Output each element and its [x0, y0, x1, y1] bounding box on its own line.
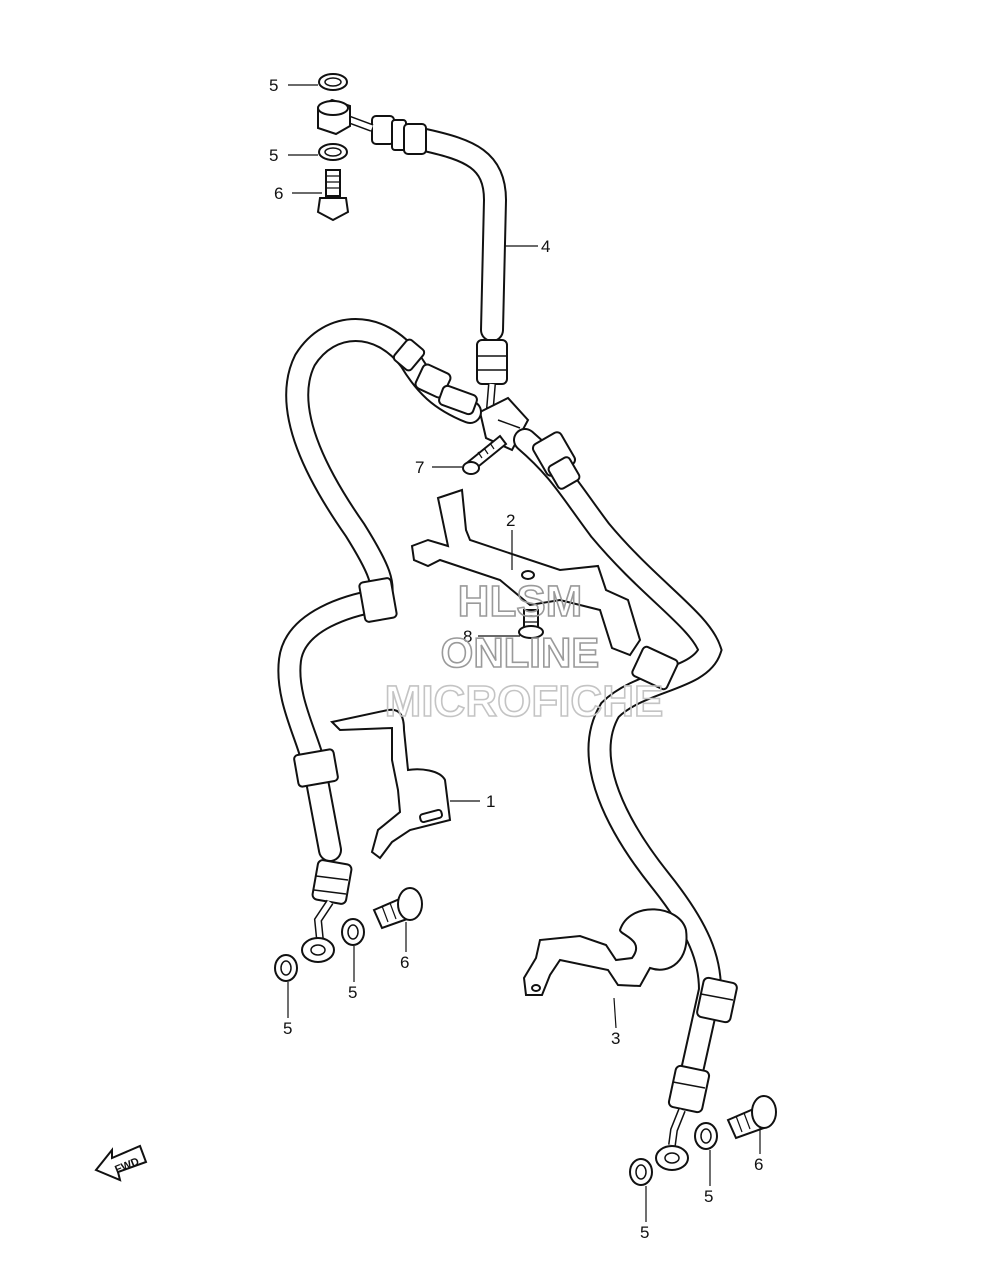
callouts: 5 5 6 4 7 2 8 1 6 5 5 3 6 5 5 [269, 76, 763, 1242]
fwd-arrow-icon: FWD [94, 1144, 148, 1182]
callout-5-left-b: 5 [348, 983, 357, 1002]
bolt-8 [518, 609, 544, 639]
washer-right-b [694, 1122, 718, 1150]
watermark: HLSM ONLINE MICROFICHE [384, 576, 664, 727]
bolt-7 [462, 434, 508, 475]
callout-5-right-b: 5 [704, 1187, 713, 1206]
union-bolt-left [372, 887, 423, 930]
callout-1: 1 [486, 792, 495, 811]
callout-6-left: 6 [400, 953, 409, 972]
washer-left-a [274, 954, 298, 982]
brake-hose-right [513, 428, 738, 1146]
clamp-3 [522, 908, 688, 996]
callout-2: 2 [506, 511, 515, 530]
callout-5-right-a: 5 [640, 1223, 649, 1242]
callout-3: 3 [611, 1029, 620, 1048]
clamp-1 [329, 708, 452, 860]
leader-lines [287, 84, 761, 1222]
union-bolt-top [316, 169, 350, 222]
watermark-line-3: MICROFICHE [385, 677, 664, 726]
callout-7: 7 [415, 458, 424, 477]
callout-8: 8 [463, 627, 472, 646]
callout-5-top-lower: 5 [269, 146, 278, 165]
right-lower-banjo [655, 1145, 689, 1171]
callout-6-right: 6 [754, 1155, 763, 1174]
washer-top-upper [318, 73, 348, 91]
brake-hose-left [277, 318, 482, 941]
watermark-line-2: ONLINE [441, 629, 600, 676]
bracket-2 [410, 488, 642, 657]
callout-5-left-a: 5 [283, 1019, 292, 1038]
washer-top-lower [318, 143, 348, 161]
callout-5-top-upper: 5 [269, 76, 278, 95]
watermark-line-1: HLSM [458, 577, 583, 626]
left-lower-banjo [301, 937, 335, 963]
union-bolt-right [726, 1095, 777, 1140]
top-banjo-fitting [317, 98, 351, 136]
callout-4: 4 [541, 237, 550, 256]
callout-6-top: 6 [274, 184, 283, 203]
brake-hose-upper [343, 114, 508, 423]
washer-right-a [629, 1158, 653, 1186]
washer-left-b [341, 918, 365, 946]
